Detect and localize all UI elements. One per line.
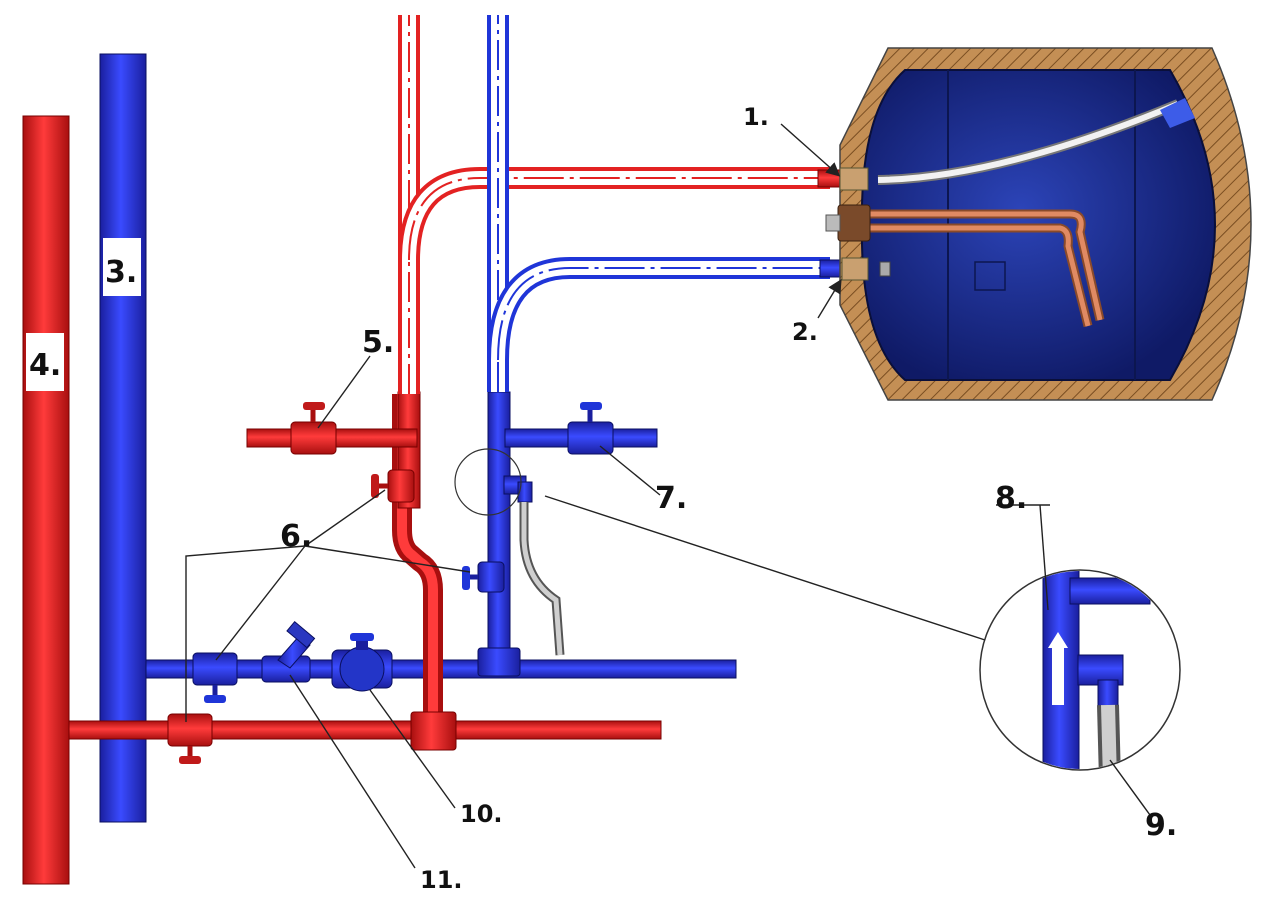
detail-magnifier <box>454 448 1181 771</box>
label-2: 2. <box>792 318 818 346</box>
water-heater-tank <box>825 47 1252 401</box>
label-9: 9. <box>1145 808 1177 843</box>
hot-line-to-tank <box>398 15 841 394</box>
cold-supply-pipe <box>462 391 658 677</box>
cold-main-shutoff-valve <box>192 652 238 703</box>
hot-supply-pipe <box>246 391 457 751</box>
label-4-box <box>26 333 64 391</box>
label-7: 7. <box>655 481 687 516</box>
label-11: 11. <box>420 866 463 894</box>
hot-main-shutoff-valve <box>167 713 213 764</box>
label-3-box <box>103 238 141 296</box>
label-6: 6. <box>280 519 312 554</box>
pressure-reducer <box>331 633 393 692</box>
label-5: 5. <box>362 325 394 360</box>
callout-labels: 1. 2. 3. 4. 5. 6. 7. 8. 9. 10. 11. <box>26 103 1177 894</box>
hot-riser-4 <box>22 115 70 885</box>
label-4: 4. <box>29 348 61 383</box>
cold-line-to-tank <box>487 15 843 392</box>
leader-lines <box>185 123 1151 869</box>
label-1: 1. <box>743 103 769 131</box>
hot-branch-main <box>68 720 662 740</box>
label-10: 10. <box>460 800 503 828</box>
label-8: 8. <box>995 481 1027 516</box>
label-3: 3. <box>105 255 137 290</box>
strainer-filter <box>261 620 316 683</box>
cold-riser-3 <box>99 53 147 823</box>
